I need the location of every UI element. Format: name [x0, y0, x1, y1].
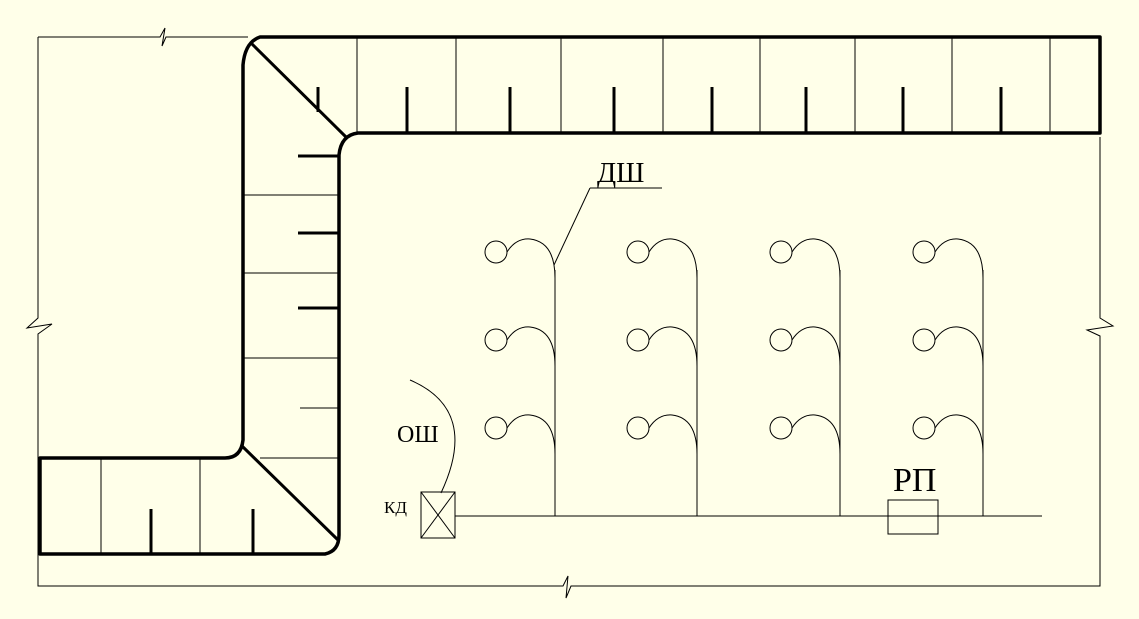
luminaire-icon — [769, 416, 793, 440]
top-partitions — [356, 37, 1051, 133]
side-partitions — [243, 154, 339, 459]
luminaire-connector — [648, 326, 698, 367]
luminaire-icon — [484, 328, 508, 352]
luminaire-group — [912, 238, 984, 516]
luminaire-icon — [912, 240, 936, 264]
luminaire-connector — [934, 414, 984, 455]
walls — [38, 35, 1102, 556]
luminaire-icon — [912, 328, 936, 352]
luminaire-group — [769, 238, 841, 516]
luminaire-connector — [934, 238, 984, 279]
osh-leader — [409, 379, 456, 494]
luminaire-icon — [484, 240, 508, 264]
luminaire-connector — [791, 238, 841, 279]
luminaire-icon — [912, 416, 936, 440]
outer-boundary — [25, 27, 1115, 599]
rp-label: РП — [893, 462, 936, 499]
luminaire-group — [484, 238, 556, 516]
luminaire-connector — [506, 414, 556, 455]
kd-label: КД — [384, 498, 407, 517]
top-stubs — [316, 87, 1003, 133]
luminaire-connector — [506, 326, 556, 367]
luminaire-connector — [791, 326, 841, 367]
dsh-label: ДШ — [597, 158, 644, 189]
luminaire-connector — [648, 414, 698, 455]
rp-panel — [887, 499, 939, 535]
luminaire-icon — [626, 240, 650, 264]
luminaire-groups — [484, 238, 984, 516]
luminaire-connector — [934, 326, 984, 367]
luminaire-connector — [506, 238, 556, 279]
luminaire-icon — [769, 240, 793, 264]
luminaire-group — [626, 238, 698, 516]
bottom-partitions — [100, 458, 255, 554]
luminaire-icon — [626, 328, 650, 352]
luminaire-connector — [791, 414, 841, 455]
luminaire-icon — [769, 328, 793, 352]
luminaire-icon — [626, 416, 650, 440]
luminaire-icon — [484, 416, 508, 440]
kd-box — [420, 491, 456, 539]
dsh-leader — [553, 187, 662, 266]
osh-label: ОШ — [397, 422, 439, 448]
luminaire-connector — [648, 238, 698, 279]
